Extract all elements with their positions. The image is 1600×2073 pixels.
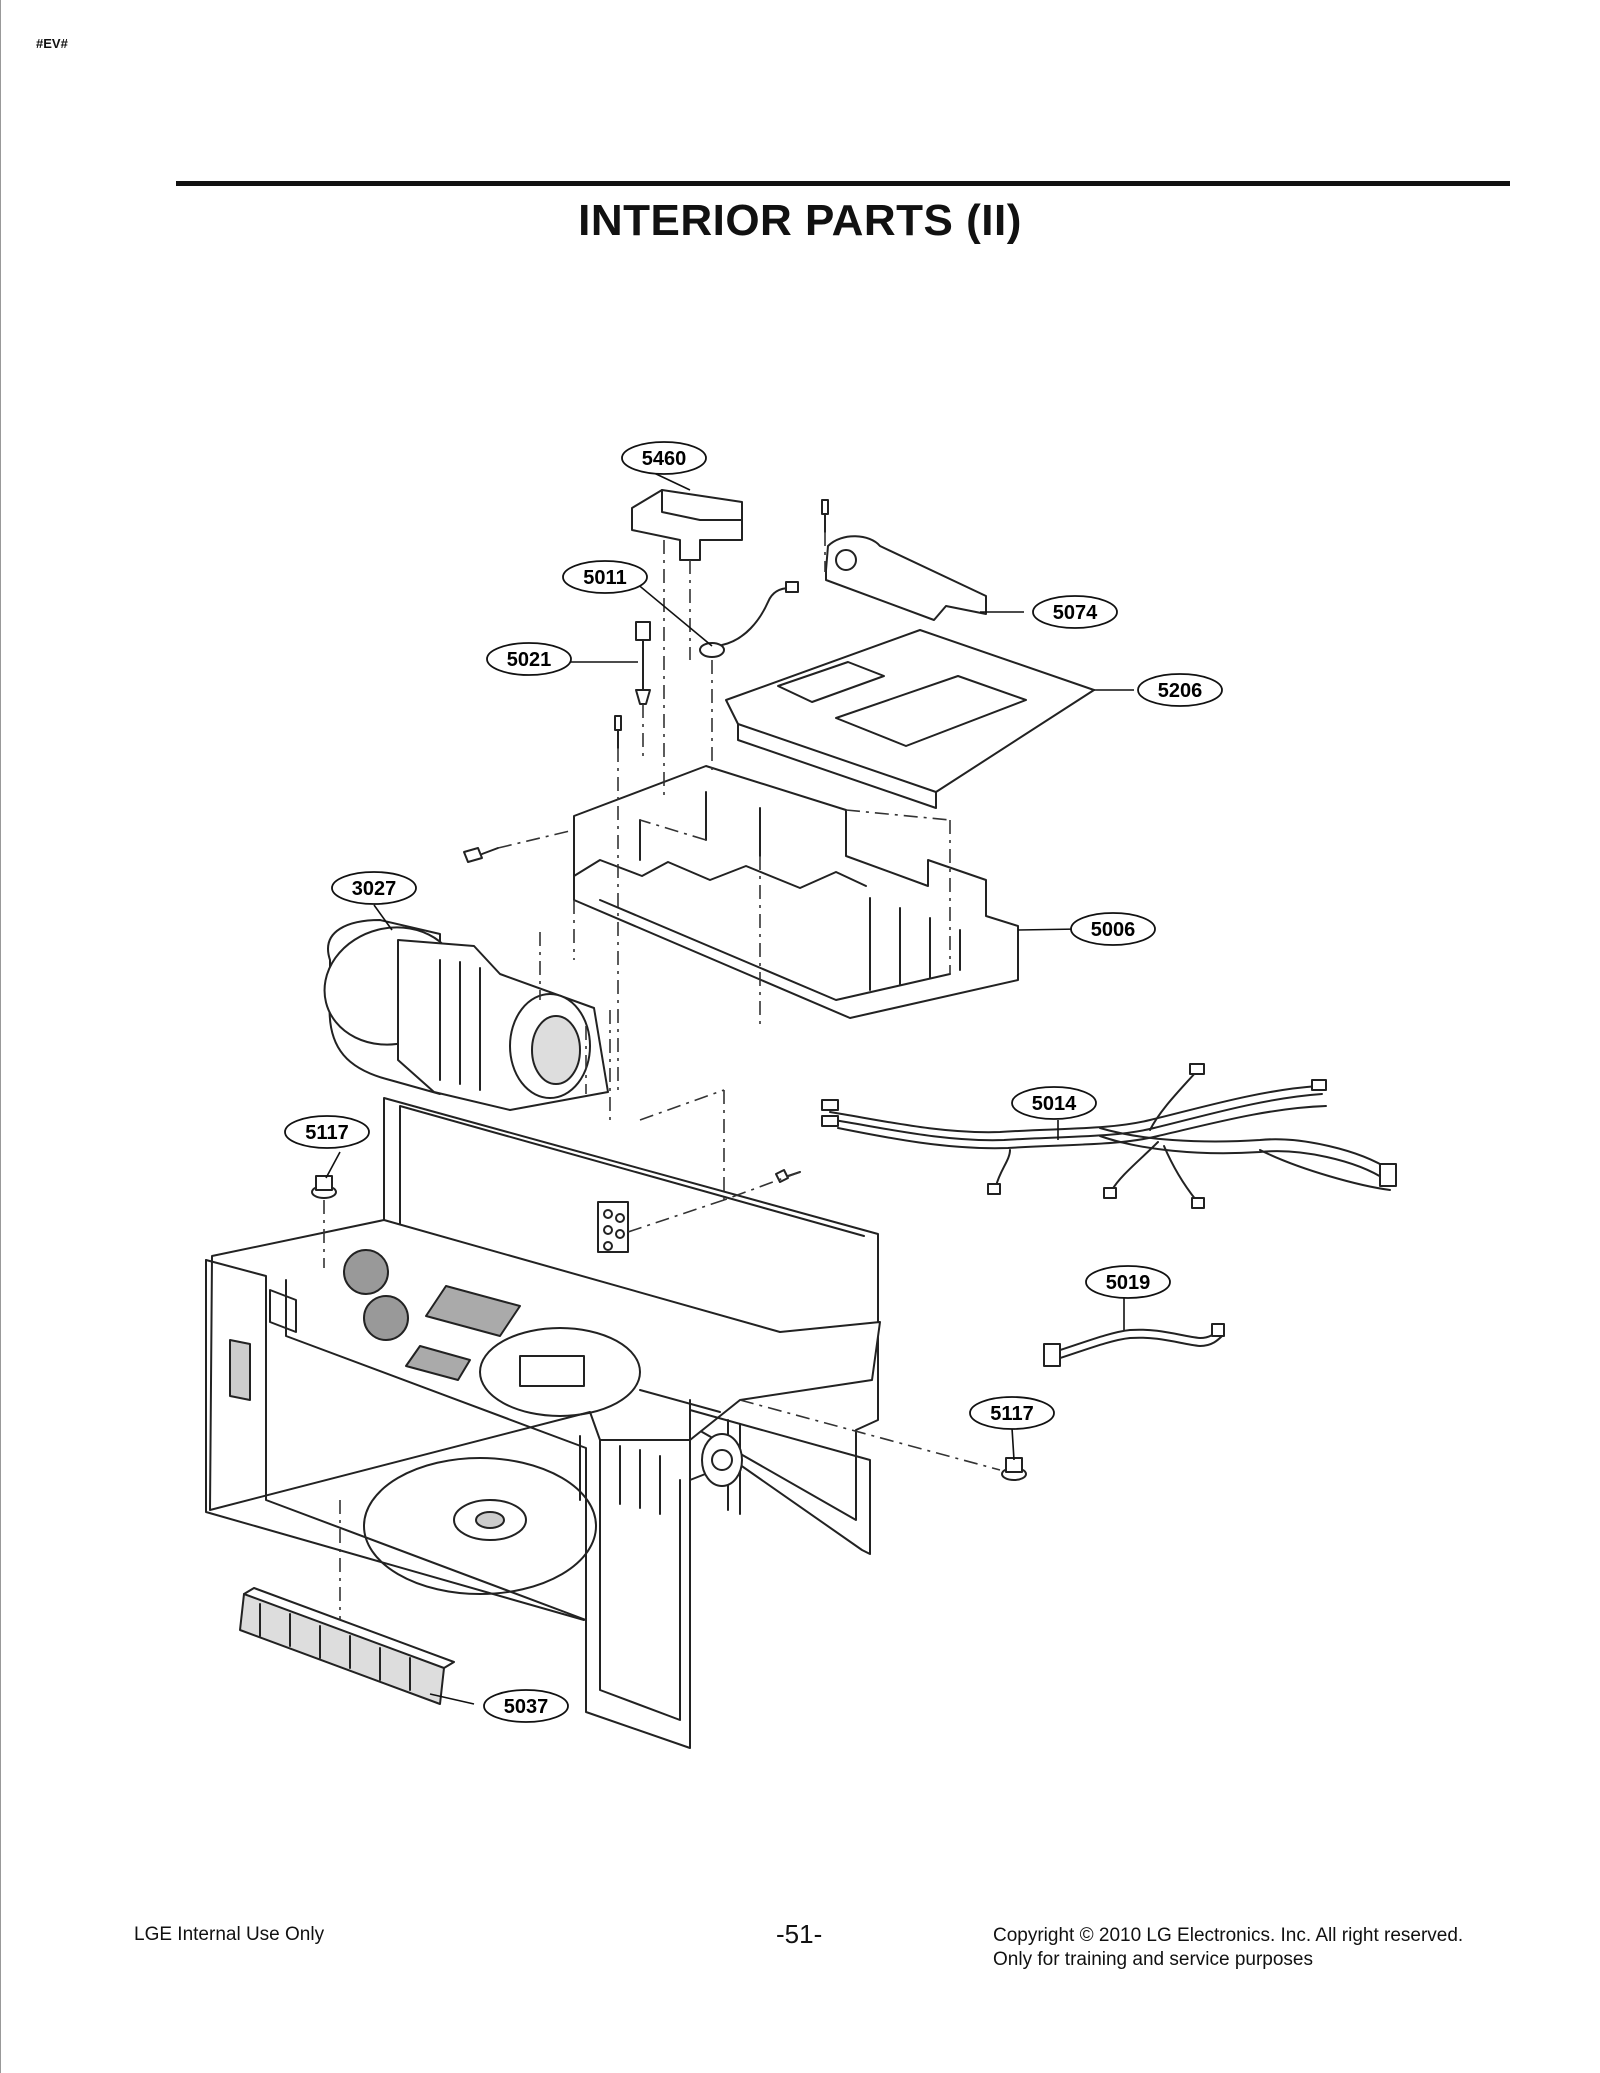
callout-5117-left: 5117	[284, 1115, 370, 1149]
part-5014	[821, 1063, 1397, 1209]
callout-5206: 5206	[1137, 673, 1223, 707]
callout-5021: 5021	[486, 642, 572, 676]
part-5019	[1043, 1323, 1225, 1367]
part-5006	[573, 765, 1019, 1019]
callout-5460: 5460	[621, 441, 707, 475]
svg-text:5074: 5074	[1053, 602, 1098, 624]
part-5037	[239, 1587, 455, 1705]
footer-copyright-block: Copyright © 2010 LG Electronics. Inc. Al…	[993, 1924, 1463, 1972]
assembly-guides	[323, 532, 1001, 1620]
part-5021	[635, 621, 651, 705]
svg-text:5014: 5014	[1032, 1093, 1077, 1115]
part-5117-right	[1001, 1457, 1027, 1481]
svg-text:5019: 5019	[1106, 1272, 1151, 1294]
svg-text:5117: 5117	[305, 1122, 348, 1144]
callout-5011: 5011	[562, 560, 648, 594]
page-edge	[0, 0, 1, 2073]
svg-text:5117: 5117	[990, 1403, 1033, 1425]
callout-5006: 5006	[1070, 912, 1156, 946]
svg-text:5460: 5460	[642, 448, 687, 470]
callout-5037: 5037	[483, 1689, 569, 1723]
part-5011	[699, 581, 799, 658]
part-3027	[323, 919, 609, 1111]
training-note: Only for training and service purposes	[993, 1949, 1313, 1970]
svg-text:5021: 5021	[507, 649, 552, 671]
svg-text:5011: 5011	[583, 567, 626, 589]
callout-5117-right: 5117	[969, 1396, 1055, 1430]
part-5460	[631, 489, 743, 561]
title-rule	[176, 181, 1510, 186]
svg-text:5006: 5006	[1091, 919, 1136, 941]
svg-text:3027: 3027	[352, 878, 397, 900]
page-number: -51-	[776, 1919, 823, 1949]
copyright-text: Copyright © 2010 LG Electronics. Inc. Al…	[993, 1925, 1464, 1946]
callout-3027: 3027	[331, 871, 417, 905]
callout-5074: 5074	[1032, 595, 1118, 629]
svg-text:5206: 5206	[1158, 680, 1203, 702]
callout-5019: 5019	[1085, 1265, 1171, 1299]
corner-tag: #EV#	[36, 36, 68, 51]
svg-text:5037: 5037	[504, 1696, 549, 1718]
leader-lines	[325, 472, 1134, 1705]
callout-labels: 5460 5011 5074 5021 5206 3027 5006 5014 …	[284, 441, 1223, 1723]
part-5074	[825, 535, 987, 621]
callout-5014: 5014	[1011, 1086, 1097, 1120]
part-5206	[725, 629, 1095, 809]
page-title: INTERIOR PARTS (II)	[578, 196, 1022, 245]
part-cavity	[205, 1097, 881, 1749]
part-5117-left	[311, 1175, 337, 1199]
footer-internal-use: LGE Internal Use Only	[134, 1924, 325, 1945]
